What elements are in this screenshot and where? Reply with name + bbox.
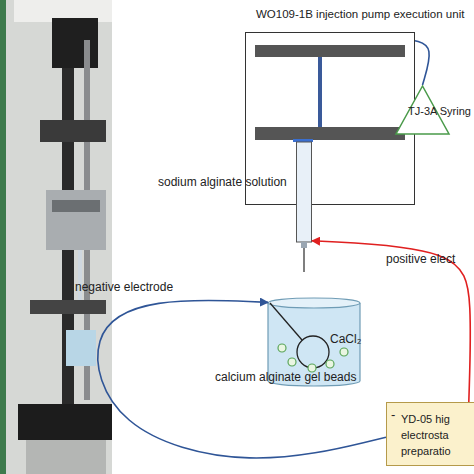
photo-edge [0,0,6,474]
node-heading: sodium alginate solution [158,175,287,190]
bench-photo [26,440,106,474]
bracket-photo [30,300,106,314]
photo-backdrop [0,0,112,474]
node-heading: CaCl₂ [330,332,361,347]
ring-electrode [297,336,329,368]
gel-bead [340,348,348,356]
clamp-photo [40,120,106,142]
syringe-pump-cable [415,41,429,85]
syringe-pump-controller: TJ-3A Syring [395,85,450,135]
bottom-plate [255,127,405,140]
pump-motor-photo [52,18,98,68]
pump-block-photo [46,190,106,250]
beaker-rim [268,298,360,308]
gel-bead [278,344,286,352]
electrode-wire [270,303,302,340]
gel-bead [326,360,334,368]
high-voltage-supply: -YD-05 hig electrosta preparatio [386,402,474,466]
pump-mechanism [255,45,405,142]
positive-electrode-wire [312,241,470,402]
syringe-tip [301,242,307,248]
gel-bead [308,364,316,372]
node-text: calcium alginate gel beads [215,370,356,385]
dish-photo [66,330,96,366]
drive-rod [318,57,322,127]
syringe: sodium alginate solution [296,142,312,272]
node-heading: WO109-1B injection pump execution unit [256,7,464,21]
syringe-outline [296,142,312,272]
pump-unit-box: WO109-1B injection pump execution unitso… [245,32,415,205]
wire-label: negative electrode [75,280,173,294]
pump-slot-photo [52,200,100,212]
gel-bead [288,358,296,366]
wire-label: positive elect [386,252,455,266]
syringe-barrel [297,142,312,242]
node-heading: TJ-3A Syring [408,105,471,119]
base-photo [18,404,112,440]
negative-electrode-wire [98,300,386,458]
node-heading: - [391,407,395,423]
syringe-needle [303,248,305,272]
calcium-chloride-beaker: CaCl₂calcium alginate gel beads [268,298,360,386]
top-plate [255,45,405,57]
node-text: YD-05 hig electrosta preparatio [401,411,465,459]
apparatus-photo [0,0,112,474]
